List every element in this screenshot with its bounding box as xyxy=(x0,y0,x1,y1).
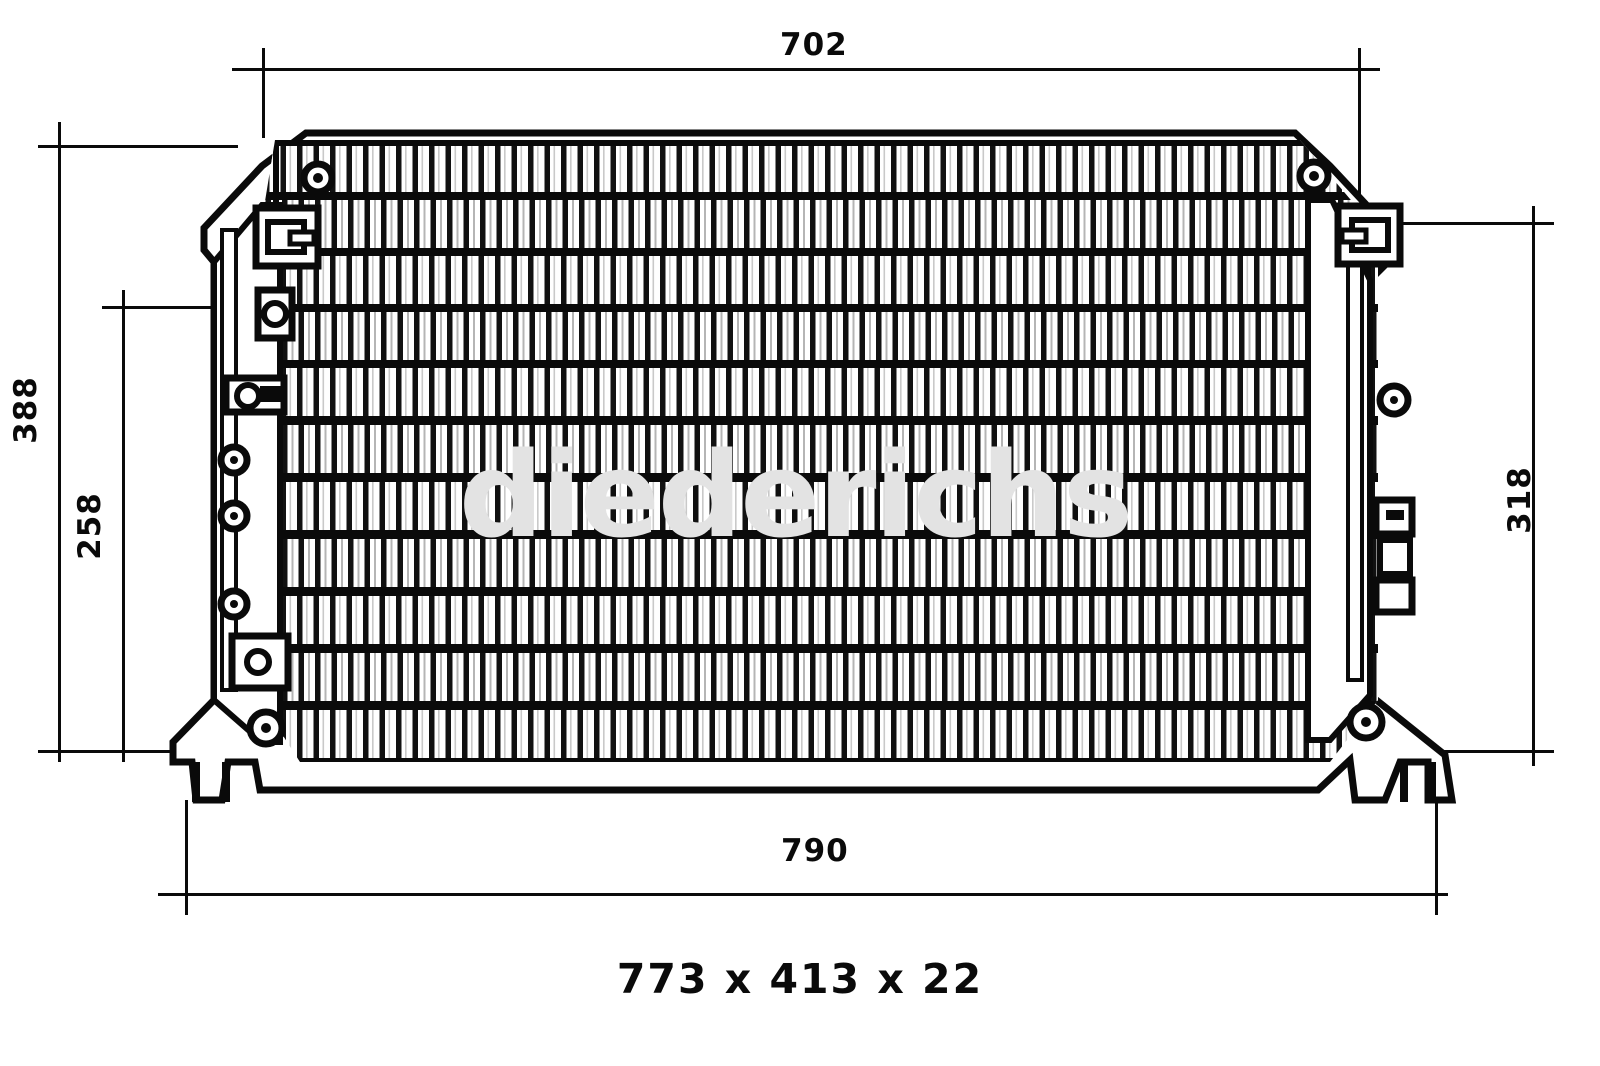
mount-hole-right-mid xyxy=(1376,382,1412,418)
dimension-tick-bottom-left xyxy=(185,873,188,915)
inlet-fitting-left xyxy=(222,286,296,416)
extension-line-left-outer-top xyxy=(58,145,238,148)
extension-line-left-inner-top xyxy=(122,306,232,309)
extension-line-top-right xyxy=(1358,68,1361,218)
mount-hole-upper-left xyxy=(300,160,336,196)
extension-line-top-left xyxy=(262,68,265,138)
dimension-line-top xyxy=(232,68,1380,71)
dimension-tick-left-inner-bottom xyxy=(102,750,144,753)
dimension-label-top-width: 702 xyxy=(780,27,848,63)
mount-bracket-lower-right xyxy=(1346,702,1386,742)
extension-line-bottom-left xyxy=(185,800,188,893)
mounting-legs-bottom xyxy=(192,762,1436,802)
mount-bracket-upper-right xyxy=(1334,202,1404,268)
mount-bracket-upper-left xyxy=(252,204,322,270)
outlet-fitting-right xyxy=(1372,496,1416,616)
mount-hole-upper-right xyxy=(1296,158,1332,194)
dimension-tick-bottom-right xyxy=(1435,873,1438,915)
dimension-line-right xyxy=(1532,206,1535,766)
dimension-line-left-inner xyxy=(122,290,125,762)
dimension-line-bottom xyxy=(158,893,1448,896)
extension-line-right-bottom xyxy=(1400,750,1532,753)
part-dimensions-caption: 773 x 413 x 22 xyxy=(616,955,984,1003)
dimension-tick-right-top xyxy=(1512,222,1554,225)
dimension-label-bottom-width: 790 xyxy=(781,833,849,869)
side-tank-right xyxy=(1305,197,1373,743)
condenser-core-fins xyxy=(260,140,1378,762)
extension-line-bottom-right xyxy=(1435,800,1438,893)
extension-line-right-top xyxy=(1400,222,1532,225)
mount-bracket-lower-left xyxy=(228,632,292,748)
mount-holes-left-column xyxy=(217,443,251,621)
dimension-line-left-outer xyxy=(58,122,61,762)
dimension-tick-right-bottom xyxy=(1512,750,1554,753)
